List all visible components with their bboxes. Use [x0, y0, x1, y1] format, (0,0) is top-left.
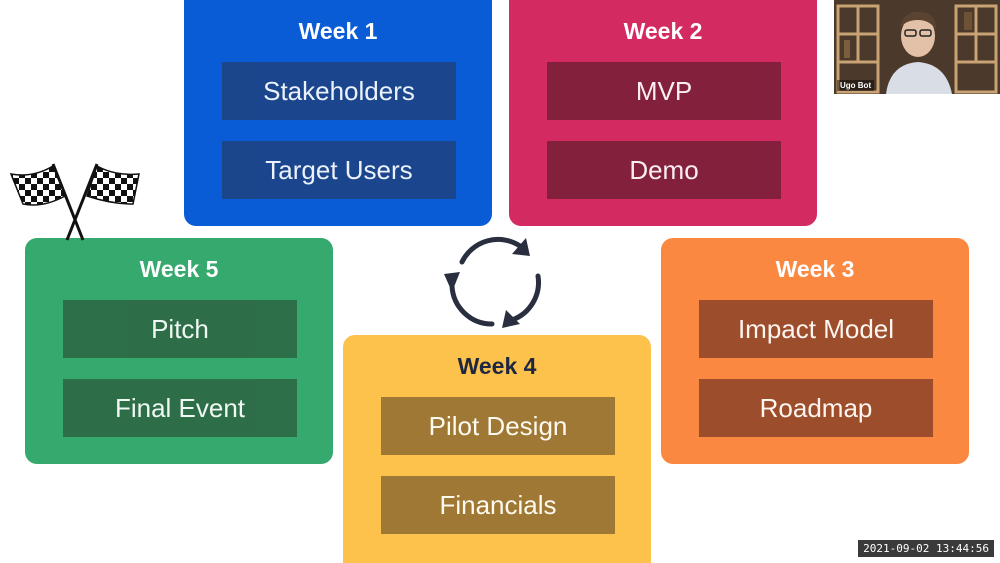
week-5-card: Week 5 Pitch Final Event [25, 238, 333, 464]
week-4-task-2: Financials [381, 476, 615, 534]
checkered-flags-icon [9, 163, 140, 241]
bookshelf-background-icon [834, 0, 1000, 94]
week-2-task-2: Demo [547, 141, 781, 199]
participant-video-tile[interactable]: Ugo Bot [834, 0, 1000, 94]
week-3-task-1: Impact Model [699, 300, 933, 358]
week-1-card: Week 1 Stakeholders Target Users [184, 0, 492, 226]
timestamp-badge: 2021-09-02 13:44:56 [858, 540, 994, 557]
week-3-card: Week 3 Impact Model Roadmap [661, 238, 969, 464]
week-3-title: Week 3 [775, 256, 855, 282]
week-3-task-2: Roadmap [699, 379, 933, 437]
week-5-task-2: Final Event [63, 379, 297, 437]
week-4-card: Week 4 Pilot Design Financials [343, 335, 651, 563]
week-5-title: Week 5 [139, 256, 219, 282]
participant-name-label: Ugo Bot [837, 80, 875, 91]
cycle-arrows-icon [444, 236, 541, 328]
week-2-title: Week 2 [623, 18, 703, 44]
week-1-title: Week 1 [298, 18, 378, 44]
week-2-card: Week 2 MVP Demo [509, 0, 817, 226]
week-2-task-1: MVP [547, 62, 781, 120]
week-4-task-1: Pilot Design [381, 397, 615, 455]
week-4-title: Week 4 [457, 353, 537, 379]
week-1-task-1: Stakeholders [222, 62, 456, 120]
week-5-task-1: Pitch [63, 300, 297, 358]
week-1-task-2: Target Users [222, 141, 456, 199]
